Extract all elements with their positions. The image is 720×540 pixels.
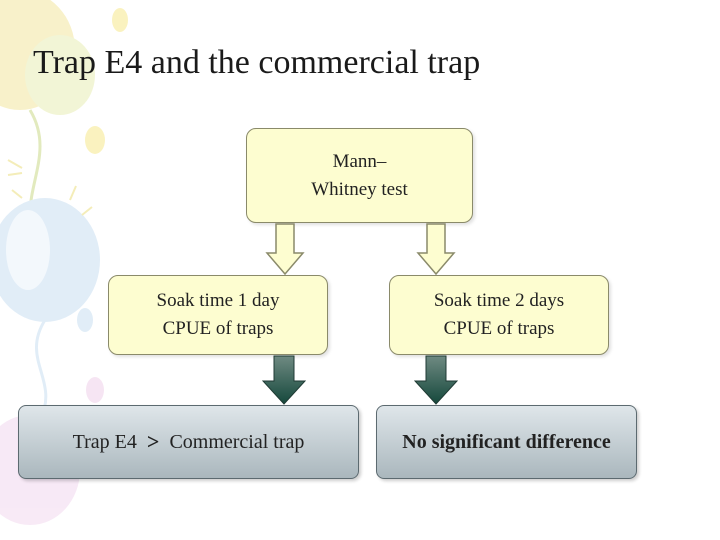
mann-whitney-test-box: Mann– Whitney test <box>246 128 473 223</box>
right-dark-arrow <box>414 355 458 405</box>
test-box-line2: Whitney test <box>311 176 408 204</box>
left-dark-arrow <box>262 355 306 405</box>
left-box-line1: Soak time 1 day <box>157 287 280 315</box>
left-hollow-arrow <box>265 223 305 275</box>
no-difference-result-box: No significant difference <box>376 405 637 479</box>
result-left-term: Trap E4 <box>73 428 137 456</box>
slide-title: Trap E4 and the commercial trap <box>33 44 480 82</box>
right-box-line1: Soak time 2 days <box>434 287 564 315</box>
left-box-line2: CPUE of traps <box>157 315 280 343</box>
soak-time-2-days-box: Soak time 2 days CPUE of traps <box>389 275 609 355</box>
result-right-term: Commercial trap <box>169 428 304 456</box>
test-box-line1: Mann– <box>311 148 408 176</box>
trap-comparison-result-box: Trap E4 > Commercial trap <box>18 405 359 479</box>
no-difference-text: No significant difference <box>402 428 611 456</box>
right-box-line2: CPUE of traps <box>434 315 564 343</box>
soak-time-1-day-box: Soak time 1 day CPUE of traps <box>108 275 328 355</box>
greater-than-symbol: > <box>147 428 160 456</box>
right-hollow-arrow <box>416 223 456 275</box>
